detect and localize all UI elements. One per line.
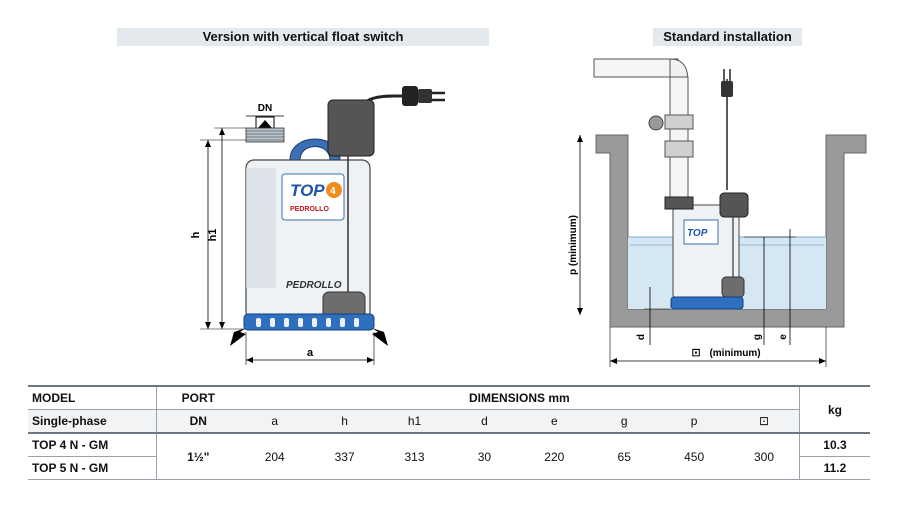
- a-dimension: a: [245, 332, 375, 365]
- brand-pedrollo: PEDROLLO: [290, 206, 329, 213]
- d-label: d: [636, 334, 647, 340]
- header-col-square: ⊡: [729, 409, 800, 434]
- header-port: PORT: [155, 385, 240, 410]
- d-dimension: d: [636, 287, 671, 345]
- header-single-phase: Single-phase: [28, 409, 157, 434]
- square-symbol: ⊡: [691, 347, 700, 359]
- table-header-row-2: Single-phase DN a h h1 d e g p ⊡: [28, 409, 870, 434]
- dimensions-table: MODEL PORT DIMENSIONS mm kg Single-phase…: [28, 385, 870, 480]
- header-dn: DN: [155, 409, 240, 434]
- row-dim-h1: 313: [379, 432, 450, 480]
- header-col-e: e: [519, 409, 590, 434]
- p-label: p (minimum): [568, 215, 579, 275]
- square-dimension: ⊡ (minimum): [609, 327, 827, 367]
- square-label: (minimum): [709, 348, 760, 359]
- e-label: e: [778, 334, 789, 340]
- table-header-row-1: MODEL PORT DIMENSIONS mm kg: [28, 385, 870, 433]
- row-dim-p: 450: [659, 432, 730, 480]
- header-dimensions: DIMENSIONS mm: [239, 385, 800, 410]
- row-dim-e: 220: [519, 432, 590, 480]
- pedrollo-lower: PEDROLLO: [286, 280, 342, 291]
- installation-drawing-right: TOP p (minimum) d g e ⊡ (minimum): [568, 58, 867, 367]
- dn-label: DN: [258, 103, 272, 114]
- row-port: 1½": [155, 432, 240, 480]
- header-col-d: d: [449, 409, 520, 434]
- pump-drawing-left: DN h h1 TOP 4 PEDROLLO: [190, 86, 445, 365]
- g-label: g: [752, 334, 763, 340]
- height-dimensions: h h1: [190, 127, 246, 330]
- row-model: TOP 5 N - GM: [28, 456, 157, 480]
- h-label: h: [190, 231, 202, 238]
- svg-text:TOP: TOP: [687, 228, 708, 239]
- header-col-h: h: [309, 409, 380, 434]
- row-dim-g: 65: [589, 432, 660, 480]
- row-dim-a: 204: [239, 432, 310, 480]
- row-dim-d: 30: [449, 432, 520, 480]
- header-col-p: p: [659, 409, 730, 434]
- caption-standard-installation: Standard installation: [653, 28, 802, 46]
- a-label: a: [307, 347, 314, 359]
- cable-plug: [358, 86, 445, 121]
- header-col-a: a: [239, 409, 310, 434]
- table-row: TOP 4 N - GM 1½" 204 337 313 30 220 65 4…: [28, 432, 870, 480]
- brand-label: TOP 4 PEDROLLO: [281, 173, 345, 221]
- p-dimension: p (minimum): [568, 135, 583, 315]
- row-dim-h: 337: [309, 432, 380, 480]
- row-dim-square: 300: [729, 432, 800, 480]
- row-kg: 11.2: [798, 456, 870, 480]
- g-e-dimensions: g e: [744, 229, 796, 345]
- header-col-g: g: [589, 409, 660, 434]
- caption-vertical-float: Version with vertical float switch: [117, 28, 489, 46]
- header-col-h1: h1: [379, 409, 450, 434]
- h1-label: h1: [207, 229, 219, 242]
- row-kg: 10.3: [798, 432, 870, 457]
- row-model: TOP 4 N - GM: [28, 432, 157, 457]
- header-model: MODEL: [28, 385, 157, 410]
- brand-top: TOP: [290, 181, 325, 200]
- table-row: TOP 5 N - GM 11.2: [28, 456, 870, 480]
- header-kg: kg: [798, 385, 870, 433]
- brand-number: 4: [330, 186, 336, 197]
